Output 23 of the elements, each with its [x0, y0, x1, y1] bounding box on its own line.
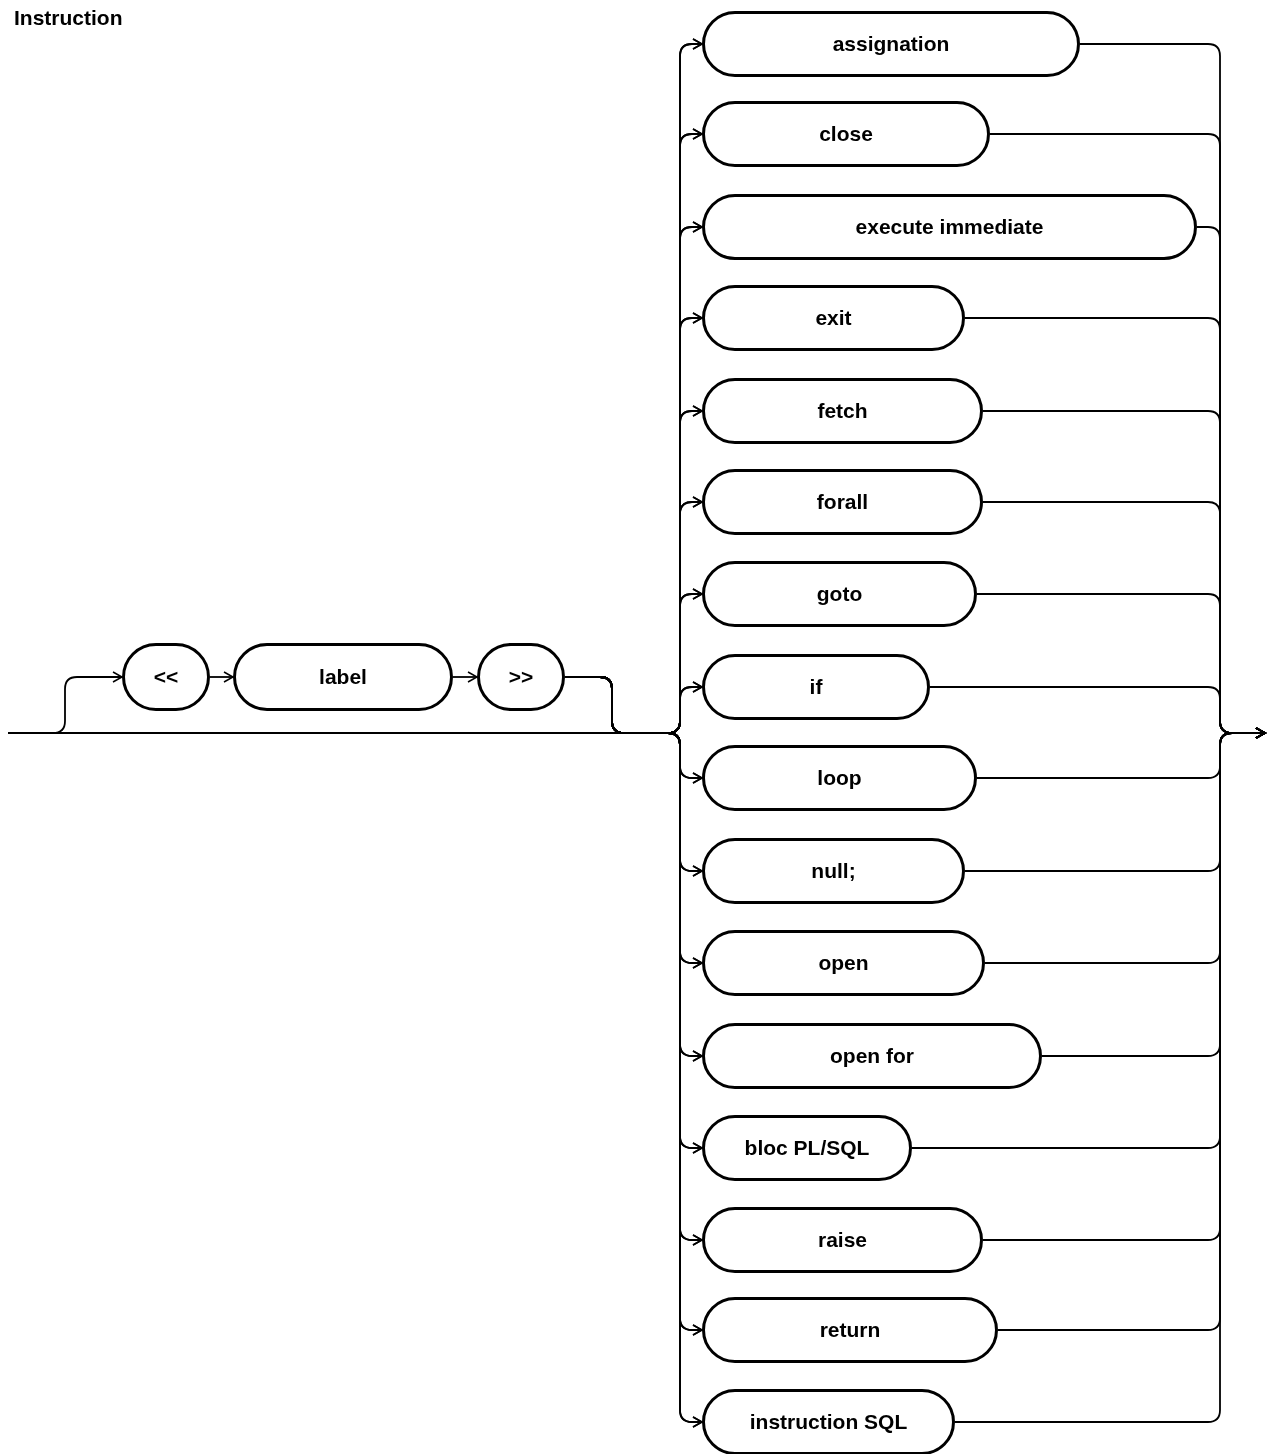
keyword-box: >> [477, 643, 565, 711]
keyword-box: goto [702, 561, 977, 627]
keyword-box: null; [702, 838, 965, 904]
keyword-box: raise [702, 1207, 983, 1273]
keyword-box: fetch [702, 378, 983, 444]
keyword-box: bloc PL/SQL [702, 1115, 912, 1181]
keyword-box: << [122, 643, 210, 711]
connector [209, 671, 234, 683]
keyword-box: label [233, 643, 453, 711]
keyword-box: instruction SQL [702, 1389, 955, 1454]
keyword-box: if [702, 654, 930, 720]
connector [954, 727, 1266, 1423]
keyword-box: close [702, 101, 990, 167]
keyword-box: exit [702, 285, 965, 351]
keyword-box: open [702, 930, 985, 996]
diagram-title: Instruction [14, 6, 123, 30]
keyword-box: assignation [702, 11, 1080, 77]
keyword-box: forall [702, 469, 983, 535]
keyword-box: return [702, 1297, 998, 1363]
keyword-box: execute immediate [702, 194, 1197, 260]
keyword-box: loop [702, 745, 977, 811]
connector [452, 671, 478, 683]
keyword-box: open for [702, 1023, 1042, 1089]
